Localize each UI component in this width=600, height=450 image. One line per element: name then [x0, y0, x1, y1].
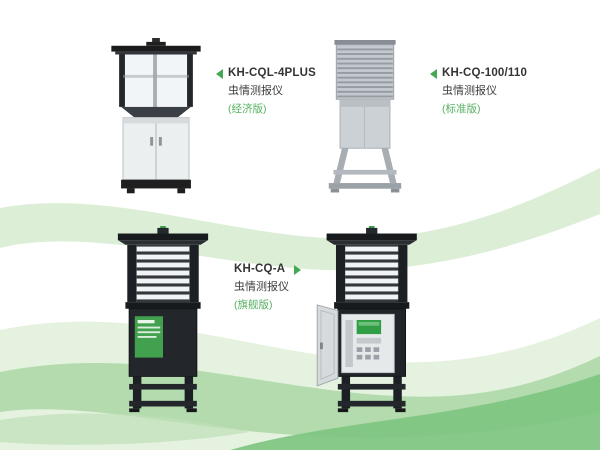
product-name: 虫情测报仪: [228, 85, 283, 97]
device-image-kh-cq-100-110: [324, 40, 406, 200]
product-name: 虫情测报仪: [234, 281, 289, 293]
product-label-kh-cql-4plus: KH-CQL-4PLUS 虫情测报仪 (经济版): [216, 67, 316, 116]
product-model: KH-CQ-100/110: [442, 67, 528, 79]
device-image-kh-cq-a-open: [314, 226, 420, 414]
product-edition: (旗舰版): [234, 299, 273, 311]
arrow-left-icon: [216, 69, 223, 79]
product-model: KH-CQL-4PLUS: [228, 67, 317, 79]
product-edition: (标准版): [442, 103, 481, 115]
device-image-kh-cql-4plus: [106, 38, 206, 203]
arrow-left-icon: [430, 69, 437, 79]
product-model: KH-CQ-A: [234, 263, 286, 275]
device-image-kh-cq-a-closed: [116, 226, 210, 414]
arrow-right-icon: [294, 265, 301, 275]
product-label-kh-cq-a: KH-CQ-A 虫情测报仪 (旗舰版): [234, 263, 301, 312]
product-edition: (经济版): [228, 103, 267, 115]
product-label-kh-cq-100-110: KH-CQ-100/110 虫情测报仪 (标准版): [430, 67, 527, 116]
product-name: 虫情测报仪: [442, 85, 497, 97]
